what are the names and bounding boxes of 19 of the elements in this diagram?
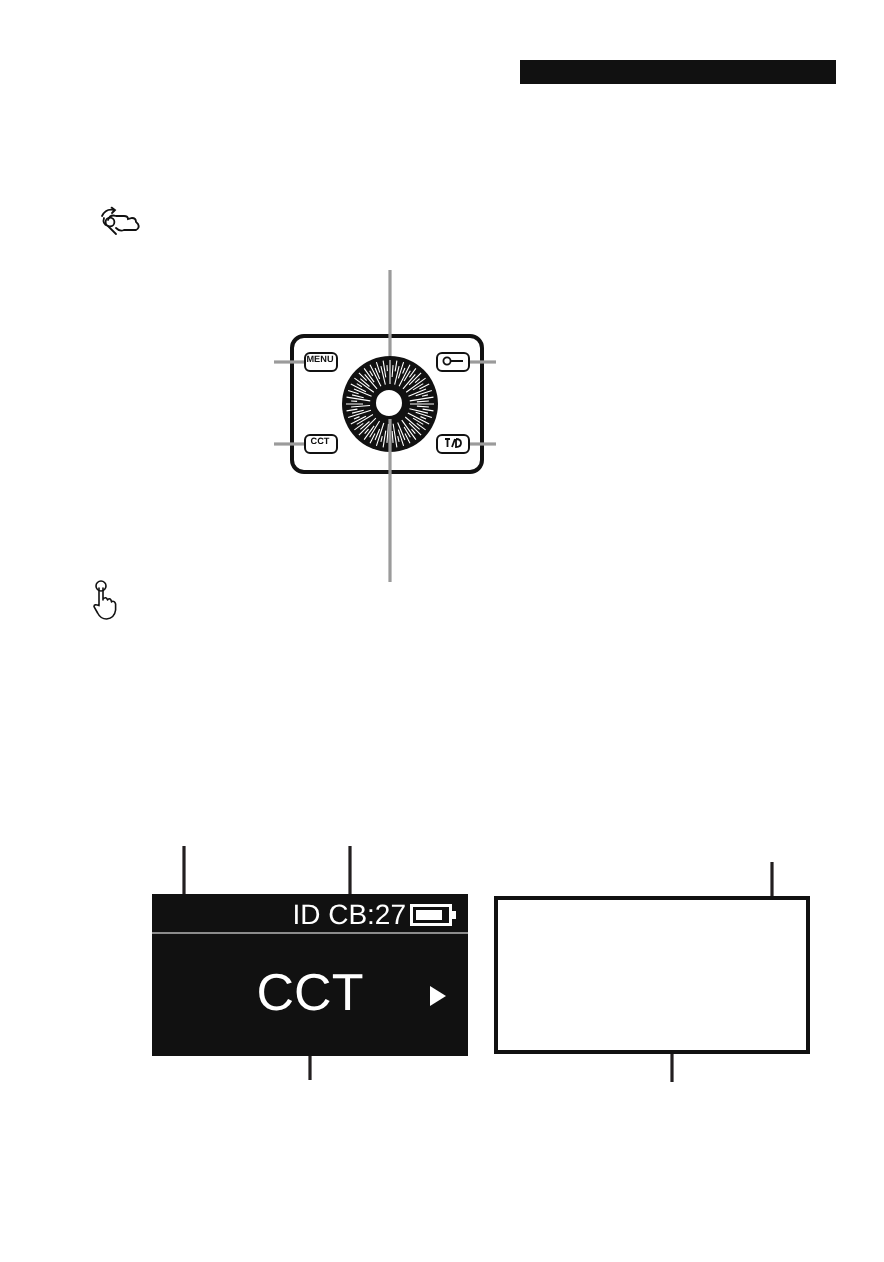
mode-label: CCT: [256, 966, 364, 1018]
leader-line: [274, 442, 304, 446]
leader-line: [470, 442, 496, 446]
leader-line: [182, 846, 186, 894]
display-screen: [152, 894, 468, 1056]
panel-button: [435, 433, 469, 453]
panel-button: [435, 351, 469, 371]
leader-line: [274, 360, 304, 364]
leader-line: [470, 360, 496, 364]
leader-line: [388, 419, 392, 582]
leader-line: [388, 270, 392, 356]
leader-line: [670, 1054, 674, 1082]
rotary-dial: [341, 355, 437, 451]
control-panel: [290, 334, 484, 474]
leader-line: [348, 846, 352, 894]
leader-line: [308, 1056, 312, 1080]
leader-line: [770, 862, 774, 896]
display-screen: [494, 896, 810, 1054]
device-id-text: ID CB:27: [292, 898, 406, 930]
